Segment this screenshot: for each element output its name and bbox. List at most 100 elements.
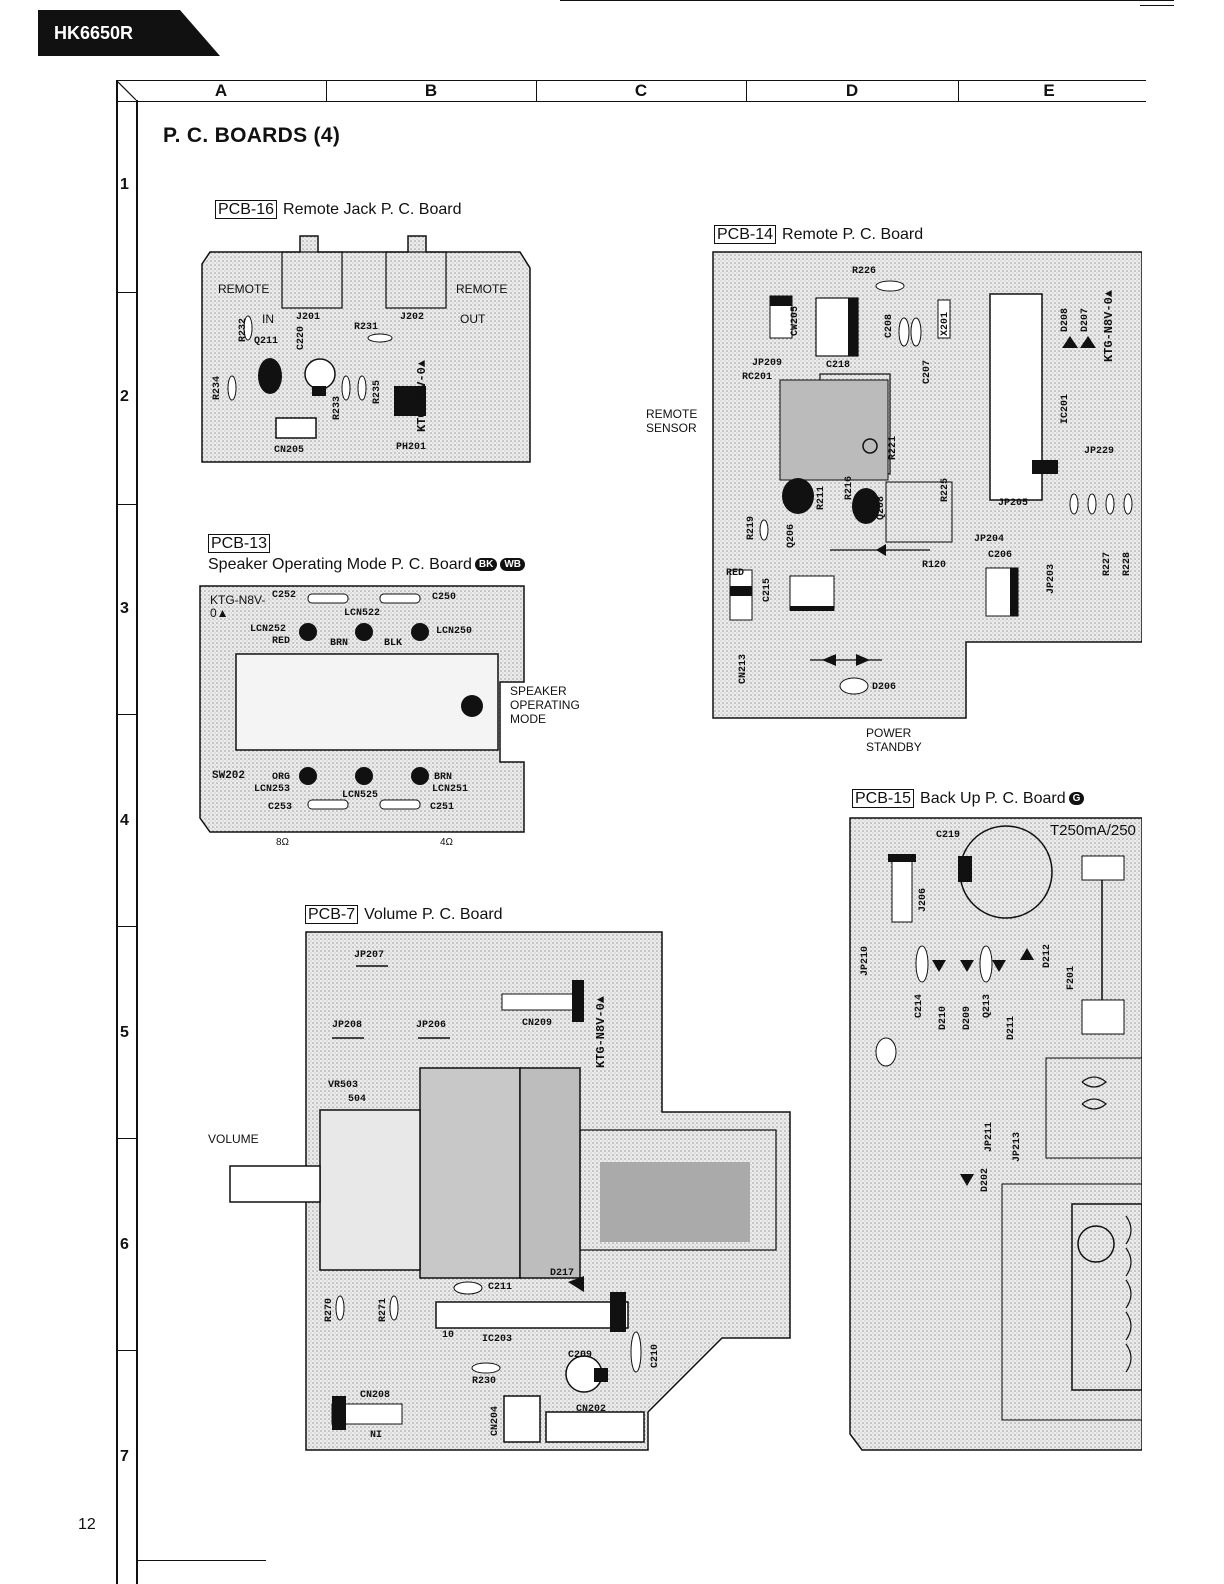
- row-3: 3: [120, 600, 129, 617]
- pcb15-board: [849, 817, 1142, 1451]
- pcb14-c207: C207: [922, 359, 933, 384]
- pcb15-badge-icon: G: [1068, 792, 1085, 805]
- pcb14-cw205: CW205: [790, 305, 801, 336]
- pcb14-c208: C208: [884, 313, 895, 338]
- pcb14-r211: R211: [816, 485, 827, 510]
- pcb15-j206: J206: [918, 887, 929, 912]
- volume-callout: VOLUME: [208, 1132, 259, 1146]
- pcb14-name: Remote P. C. Board: [782, 226, 924, 243]
- pcb14-r120: R120: [922, 560, 947, 571]
- row-6: 6: [120, 1236, 129, 1253]
- pcb16-out-label: OUT: [460, 312, 486, 326]
- row-1: 1: [120, 176, 129, 193]
- pcb13-lcn525: LCN525: [342, 790, 379, 801]
- top-rule-right: [1140, 5, 1174, 6]
- pcb14-r226: R226: [852, 266, 877, 277]
- pcb15-c214: C214: [914, 993, 925, 1018]
- pcb16-c220: C220: [296, 325, 307, 350]
- pcb15-fuse: T250mA/250: [1050, 822, 1136, 839]
- row-tick-2: [116, 504, 136, 505]
- pcb14-q208: Q208: [876, 495, 887, 520]
- pcb16-j201: J201: [296, 312, 321, 323]
- pcb7-cn202: CN202: [576, 1404, 607, 1415]
- pcb14-r216: R216: [844, 475, 855, 500]
- pcb14-r219: R219: [746, 515, 757, 540]
- pcb14-board: [712, 251, 1142, 719]
- row-5: 5: [120, 1024, 129, 1041]
- pcb15-d211: D211: [1006, 1015, 1017, 1040]
- pcb13-lcn251: LCN251: [432, 784, 469, 795]
- pcb15-id: PCB-15: [852, 789, 915, 808]
- row-tick-3: [116, 714, 136, 715]
- pcb14-jp205: JP205: [998, 498, 1029, 509]
- pcb7-jp208: JP208: [332, 1020, 363, 1031]
- pcb7-d217: D217: [550, 1268, 575, 1279]
- col-A: A: [116, 80, 327, 102]
- pcb14-rc201: RC201: [742, 372, 773, 383]
- pcb7-r230: R230: [472, 1376, 497, 1387]
- pcb7-cn209: CN209: [522, 1018, 553, 1029]
- pcb7-ten: 10: [442, 1330, 455, 1341]
- pcb14-c206: C206: [988, 550, 1013, 561]
- pcb7-ktg: KTG-N8V-0▲: [594, 995, 608, 1068]
- speaker-mode-callout: SPEAKER OPERATING MODE: [510, 684, 580, 726]
- pcb14-r225: R225: [940, 477, 951, 502]
- pcb16-r231: R231: [354, 322, 379, 333]
- pcb15-d212: D212: [1042, 943, 1053, 968]
- pcb15-d202: D202: [980, 1167, 991, 1192]
- pcb16-r233: R233: [332, 395, 343, 420]
- pcb14-c215: C215: [762, 577, 773, 602]
- pcb14-c218: C218: [826, 360, 851, 371]
- top-rule: [560, 0, 1174, 1]
- pcb14-jp204: JP204: [974, 534, 1005, 545]
- pcb13-c250: C250: [432, 592, 457, 603]
- pcb13-8ohm: 8Ω: [276, 837, 290, 848]
- pcb14-r227: R227: [1102, 551, 1113, 576]
- pcb16-r235: R235: [372, 379, 383, 404]
- pcb14-ic201: IC201: [1060, 393, 1071, 424]
- col-D: D: [746, 80, 959, 102]
- model-tag: HK6650R: [38, 10, 220, 56]
- col-C: C: [536, 80, 747, 102]
- pcb7-ic203: IC203: [482, 1334, 513, 1345]
- pcb13-lcn250: LCN250: [436, 626, 473, 637]
- pcb14-r228: R228: [1122, 551, 1133, 576]
- pcb14-id: PCB-14: [714, 225, 777, 244]
- row-7: 7: [120, 1448, 129, 1465]
- pcb16-r234: R234: [212, 375, 223, 400]
- pcb7-504: 504: [348, 1094, 367, 1105]
- pcb13-org: ORG: [272, 772, 291, 783]
- pcb16-j202: J202: [400, 312, 425, 323]
- pcb7-board: [229, 931, 791, 1451]
- pcb15-jp210: JP210: [860, 945, 871, 976]
- pcb15-name: Back Up P. C. Board: [920, 790, 1066, 807]
- pcb14-d206: D206: [872, 682, 897, 693]
- pcb16-in-label: IN: [262, 312, 274, 326]
- pcb13-blk: BLK: [384, 638, 403, 649]
- grid-frame-top: [116, 80, 1146, 102]
- row-4: 4: [120, 812, 129, 829]
- pcb15-f201: F201: [1066, 965, 1077, 990]
- pcb15-jp213: JP213: [1012, 1131, 1023, 1162]
- pcb16-cn205: CN205: [274, 445, 305, 456]
- pcb15-jp211: JP211: [984, 1121, 995, 1152]
- pcb14-cn213: CN213: [738, 653, 749, 684]
- pcb13-c252: C252: [272, 590, 297, 601]
- pcb15-d209: D209: [962, 1005, 973, 1030]
- pcb13-c253: C253: [268, 802, 293, 813]
- pcb13-c251: C251: [430, 802, 455, 813]
- pcb7-c209: C209: [568, 1350, 593, 1361]
- pcb16-ktg: KTG-N8V-0▲: [415, 359, 429, 432]
- row-2: 2: [120, 388, 129, 405]
- pcb14-r221: R221: [888, 435, 899, 460]
- pcb16-board: [201, 235, 531, 463]
- pcb7-c211: C211: [488, 1282, 513, 1293]
- page-number: 12: [78, 1516, 96, 1533]
- pcb13-lcn522: LCN522: [344, 608, 381, 619]
- pcb15-d210: D210: [938, 1005, 949, 1030]
- page-title: P. C. BOARDS (4): [163, 124, 341, 147]
- pcb15-c219: C219: [936, 830, 961, 841]
